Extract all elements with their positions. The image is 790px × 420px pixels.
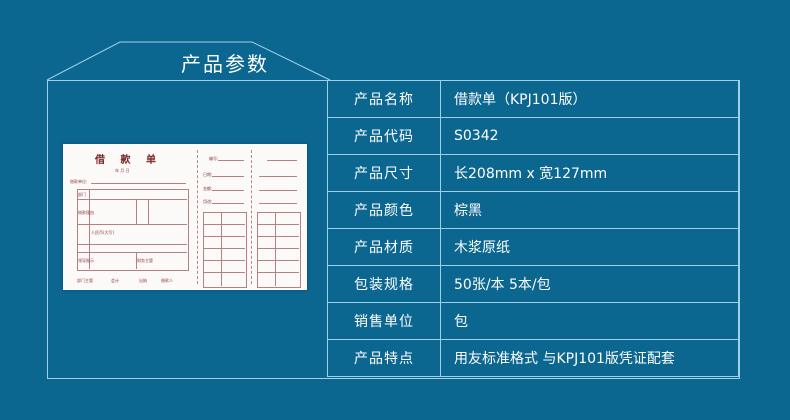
spec-row: 产品名称 借款单（KPJ101版）	[327, 80, 739, 118]
product-stub-date: 日期:	[203, 172, 213, 177]
product-form-main: 借 款 单 年 月 日 借款单位: 部门 借款理由 人民币(大写) 领导批示 财…	[63, 144, 193, 290]
product-image: 借 款 单 年 月 日 借款单位: 部门 借款理由 人民币(大写) 领导批示 财…	[63, 144, 307, 290]
product-footer-mid: 会计	[111, 278, 119, 283]
product-footer-receiver: 借款人	[161, 278, 173, 283]
spec-row: 产品颜色 棕黑	[327, 191, 739, 229]
product-dept-label: 部门	[78, 192, 86, 197]
spec-value: 包	[440, 302, 739, 340]
spec-key: 产品代码	[327, 117, 441, 155]
spec-value: S0342	[440, 117, 739, 155]
product-stub-purpose: 用途:	[203, 199, 213, 204]
section-title: 产品参数	[181, 51, 269, 76]
spec-row: 销售单位 包	[327, 302, 739, 340]
spec-key: 销售单位	[327, 302, 441, 340]
product-footer-left: 部门主管	[77, 278, 93, 283]
product-form-grid	[77, 189, 189, 271]
spec-key: 产品名称	[327, 80, 441, 118]
product-stub-amount: 金额:	[203, 186, 213, 191]
product-footer-right: 出纳	[139, 278, 147, 283]
spec-key: 包装规格	[327, 265, 441, 303]
specs-table: 产品名称 借款单（KPJ101版） 产品代码 S0342 产品尺寸 长208mm…	[327, 80, 739, 377]
product-date-line: 年 月 日	[115, 168, 130, 173]
spec-value: 长208mm x 宽127mm	[440, 154, 739, 192]
spec-row: 产品材质 木浆原纸	[327, 228, 739, 266]
spec-row: 包装规格 50张/本 5本/包	[327, 265, 739, 303]
spec-row: 产品特点 用友标准格式 与KPJ101版凭证配套	[327, 339, 739, 377]
spec-value: 50张/本 5本/包	[440, 265, 739, 303]
spec-key: 产品尺寸	[327, 154, 441, 192]
spec-row: 产品尺寸 长208mm x 宽127mm	[327, 154, 739, 192]
spec-row: 产品代码 S0342	[327, 117, 739, 155]
product-amount-label: 人民币(大写)	[91, 230, 115, 235]
spec-key: 产品材质	[327, 228, 441, 266]
product-approval-label: 领导批示	[78, 258, 94, 263]
product-finance-label: 财务主管	[137, 258, 153, 263]
spec-value: 棕黑	[440, 191, 739, 229]
spec-key: 产品特点	[327, 339, 441, 377]
spec-value: 借款单（KPJ101版）	[440, 80, 739, 118]
spec-key: 产品颜色	[327, 191, 441, 229]
product-reason-label: 借款理由	[78, 210, 94, 215]
product-perforation	[251, 150, 252, 284]
product-borrower-label: 借款单位:	[70, 179, 88, 184]
product-stub-grid	[203, 212, 247, 288]
product-perforation	[197, 150, 198, 284]
spec-value: 用友标准格式 与KPJ101版凭证配套	[440, 339, 739, 377]
product-stub-grid	[257, 212, 301, 288]
product-form-title: 借 款 单	[95, 155, 162, 166]
spec-value: 木浆原纸	[440, 228, 739, 266]
product-stub-number: 编号:	[209, 156, 219, 161]
